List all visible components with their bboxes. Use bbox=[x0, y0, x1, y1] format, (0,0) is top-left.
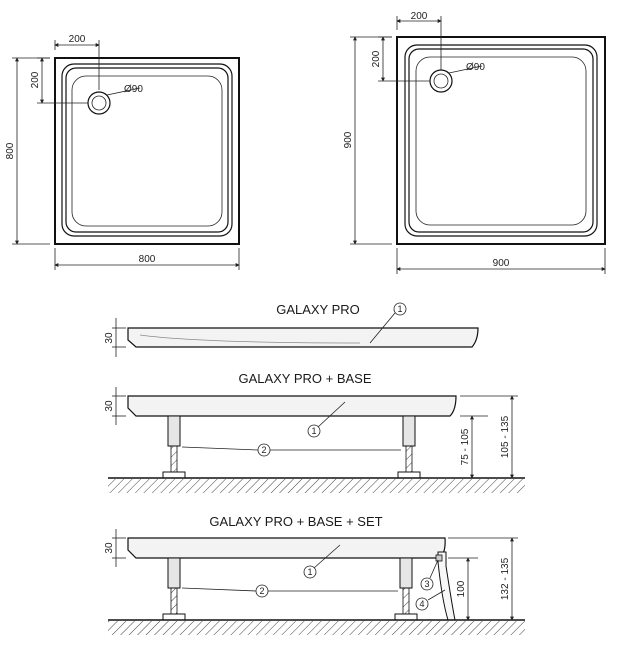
variant-3-callout-base: 2 bbox=[259, 586, 264, 596]
tray-900-drain-icon bbox=[429, 69, 453, 93]
leg-left-body bbox=[167, 557, 181, 589]
tray-900-drain-inner bbox=[433, 73, 449, 89]
tray-800-plan-view: 200 200 Ø90 800 800 bbox=[5, 34, 240, 270]
tray-800-rim-inner bbox=[65, 67, 229, 233]
front-panel bbox=[437, 551, 456, 621]
variant-3-dim-leg: 100 bbox=[456, 580, 467, 597]
leg-right-foot bbox=[394, 613, 418, 621]
tray-800-rim-outer bbox=[61, 63, 233, 237]
variant-2-dim-thickness: 30 bbox=[104, 400, 115, 412]
tray-900-dim-hole-y: 200 bbox=[371, 50, 382, 67]
tray-section-3 bbox=[127, 537, 446, 559]
floor-3 bbox=[108, 621, 525, 635]
variant-3-dim-thickness: 30 bbox=[104, 542, 115, 554]
tray-900-outline bbox=[396, 36, 606, 245]
variant-2-dim-leg-range: 75 - 105 bbox=[460, 428, 471, 465]
tray-800-dim-hole-x: 200 bbox=[69, 34, 86, 45]
tray-900-plan-view: 200 200 Ø90 900 900 bbox=[343, 11, 606, 274]
tray-900-rim-inner bbox=[408, 48, 594, 233]
leg-left-foot bbox=[162, 471, 186, 479]
tray-800-dim-hole-y: 200 bbox=[30, 71, 41, 88]
tray-900-dim-diameter: Ø90 bbox=[466, 62, 485, 73]
variant-3-callout-clip: 4 bbox=[419, 599, 424, 609]
variant-3-title: GALAXY PRO + BASE + SET bbox=[209, 514, 382, 529]
tray-900-dim-width: 900 bbox=[493, 258, 510, 269]
variant-1-dim-thickness: 30 bbox=[104, 332, 115, 344]
variant-2-dim-total-range: 105 - 135 bbox=[500, 415, 511, 458]
variant-3-callout-tray: 1 bbox=[307, 567, 312, 577]
tray-800-dim-height: 800 bbox=[5, 142, 16, 159]
tray-800-dim-width: 800 bbox=[139, 254, 156, 265]
variant-3-callout-panel: 3 bbox=[424, 579, 429, 589]
variant-2-callout-base: 2 bbox=[261, 445, 266, 455]
leg-left-body bbox=[167, 415, 181, 447]
leg-right-thread bbox=[405, 445, 413, 473]
leg-left-thread bbox=[170, 445, 178, 473]
tray-800-outline bbox=[54, 57, 240, 245]
variant-3-dim-total-range: 132 - 135 bbox=[500, 557, 511, 600]
tray-800-basin bbox=[71, 75, 223, 227]
leg-left-foot bbox=[162, 613, 186, 621]
tray-section-2 bbox=[127, 395, 457, 417]
leg-right-body bbox=[402, 415, 416, 447]
tray-section-1 bbox=[127, 327, 479, 348]
variant-galaxy-pro: GALAXY PRO 30 1 bbox=[104, 302, 479, 357]
callout-1-marker bbox=[393, 302, 407, 316]
floor-2 bbox=[108, 479, 525, 493]
tray-900-basin bbox=[415, 56, 587, 226]
tray-800-dim-diameter: Ø90 bbox=[124, 84, 143, 95]
tray-900-dim-height: 900 bbox=[343, 131, 354, 148]
tray-800-drain-inner bbox=[91, 95, 107, 111]
variant-1-title: GALAXY PRO bbox=[276, 302, 360, 317]
variant-galaxy-pro-base: GALAXY PRO + BASE 30 1 2 75 - 105 105 - bbox=[104, 371, 525, 493]
variant-1-callout-tray: 1 bbox=[397, 304, 402, 314]
leg-right-body bbox=[399, 557, 413, 589]
leg-right-foot bbox=[397, 471, 421, 479]
tray-900-rim-outer bbox=[404, 44, 598, 237]
panel-clip bbox=[435, 554, 443, 562]
variant-2-title: GALAXY PRO + BASE bbox=[238, 371, 371, 386]
tray-800-drain-icon bbox=[87, 91, 111, 115]
tray-900-dim-hole-x: 200 bbox=[411, 11, 428, 22]
variant-galaxy-pro-base-set: GALAXY PRO + BASE + SET 30 1 2 3 bbox=[104, 514, 525, 635]
variant-2-callout-tray: 1 bbox=[311, 426, 316, 436]
